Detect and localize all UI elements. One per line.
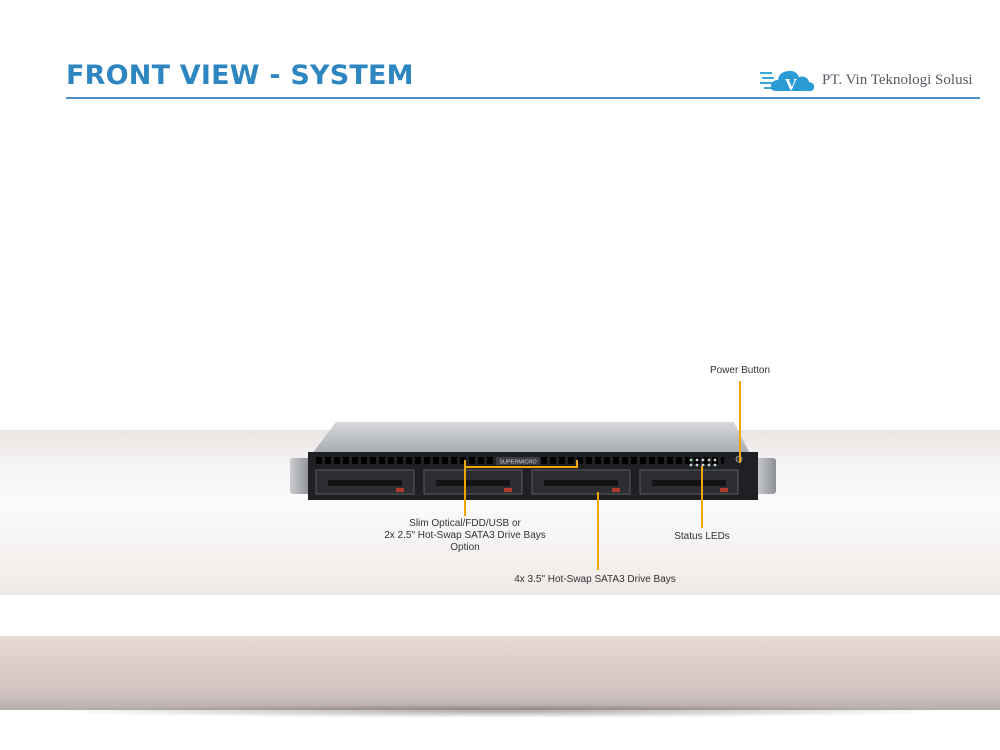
slim-bay-label-line3: Option xyxy=(450,542,480,553)
drive-bays-callout-line xyxy=(597,492,599,570)
slim-bay-callout-bracket xyxy=(464,466,578,468)
status-led-1 xyxy=(689,458,693,462)
drive-3-tag xyxy=(612,488,620,492)
power-button-callout-line xyxy=(739,381,741,463)
status-led-9 xyxy=(707,463,711,467)
company-name: PT. Vin Teknologi Solusi xyxy=(822,72,973,88)
status-leds-label: Status LEDs xyxy=(674,531,730,542)
power-button-label: Power Button xyxy=(709,365,771,376)
status-led-7 xyxy=(695,463,699,467)
brand-badge-plate xyxy=(496,457,540,465)
title-divider xyxy=(66,97,980,99)
company-brand: V PT. Vin Teknologi Solusi xyxy=(760,63,990,97)
drive-2-tag xyxy=(504,488,512,492)
drive-4-tag xyxy=(720,488,728,492)
brand-badge: SUPERMICRO xyxy=(499,460,537,466)
status-led-3 xyxy=(701,458,705,462)
server-top-cover xyxy=(312,422,750,454)
slim-bay-label-line2: 2x 2.5" Hot-Swap SATA3 Drive Bays xyxy=(384,530,546,541)
drive-bay-3-handle xyxy=(544,480,618,486)
cloud-logo-icon: V xyxy=(760,70,815,94)
display-shelf-shadow xyxy=(40,704,960,718)
left-rack-ear xyxy=(290,458,310,494)
page-title: FRONT VIEW - SYSTEM xyxy=(66,60,414,91)
right-rack-ear xyxy=(756,458,776,494)
drive-bay-4-handle xyxy=(652,480,726,486)
slim-bay-callout-line xyxy=(464,466,466,516)
status-led-8 xyxy=(701,463,705,467)
slim-bay-label-line1: Slim Optical/FDD/USB or xyxy=(409,518,521,529)
server-chassis: SUPERMICRO xyxy=(290,422,776,500)
drive-1-tag xyxy=(396,488,404,492)
logo-letter: V xyxy=(785,75,798,94)
status-leds-callout-line xyxy=(701,466,703,528)
status-led-5 xyxy=(713,458,717,462)
status-led-4 xyxy=(707,458,711,462)
slim-bay-callout-right-tick xyxy=(576,460,578,468)
status-led-2 xyxy=(695,458,699,462)
drive-bay-1-handle xyxy=(328,480,402,486)
drive-bay-2-handle xyxy=(436,480,510,486)
slim-bay-callout-left-tick xyxy=(464,460,466,468)
status-led-10 xyxy=(713,463,717,467)
drive-bays-label: 4x 3.5" Hot-Swap SATA3 Drive Bays xyxy=(514,574,676,585)
display-shelf-front xyxy=(0,636,1000,710)
status-led-6 xyxy=(689,463,693,467)
